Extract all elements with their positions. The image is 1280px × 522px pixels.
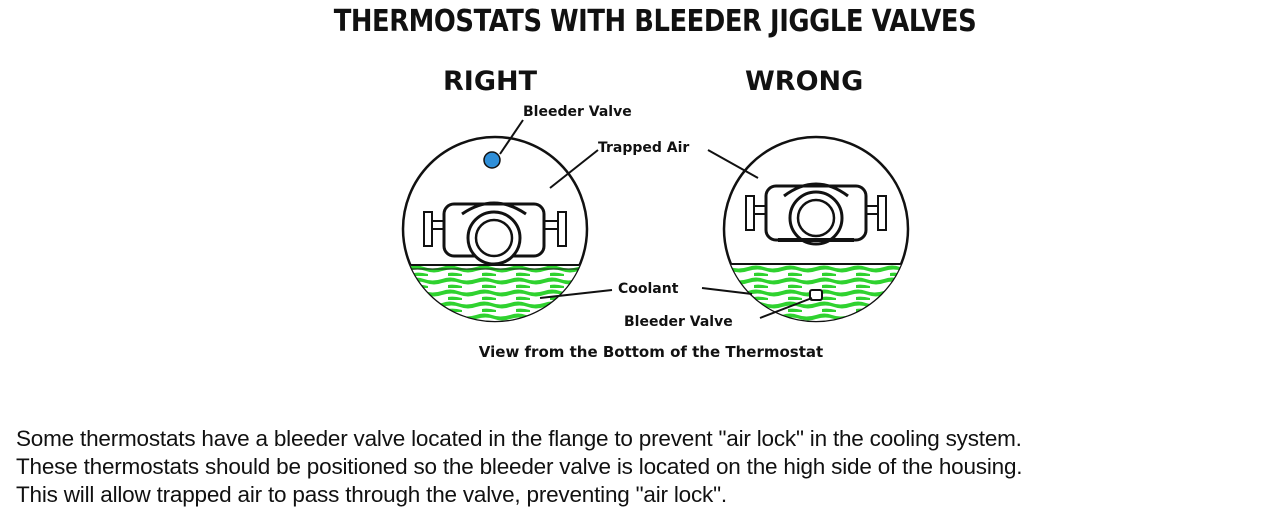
right-bleeder-valve <box>483 151 501 169</box>
explanation-paragraph: Some thermostats have a bleeder valve lo… <box>16 425 1278 509</box>
wrong-heading: WRONG <box>745 66 864 97</box>
paragraph-line-3: This will allow trapped air to pass thro… <box>16 482 727 507</box>
leader-coolant-right <box>539 289 613 299</box>
wrong-thermostat-body <box>745 182 887 246</box>
diagram-title: THERMOSTATS WITH BLEEDER JIGGLE VALVES <box>333 4 977 39</box>
leader-trapped-air-wrong <box>707 149 759 179</box>
right-heading: RIGHT <box>443 66 538 97</box>
leader-bleeder-top <box>499 119 524 155</box>
diagram-caption: View from the Bottom of the Thermostat <box>478 343 824 361</box>
right-thermostat <box>401 135 589 323</box>
leader-trapped-air-right <box>549 149 599 189</box>
label-trapped-air: Trapped Air <box>598 140 689 156</box>
paragraph-line-2: These thermostats should be positioned s… <box>16 454 1023 479</box>
label-bleeder-valve-top: Bleeder Valve <box>523 104 632 120</box>
leader-lines <box>499 119 813 319</box>
paragraph-line-1: Some thermostats have a bleeder valve lo… <box>16 426 1022 451</box>
label-coolant: Coolant <box>618 281 679 297</box>
leader-bleeder-bottom <box>759 297 813 319</box>
right-thermostat-body <box>423 201 567 266</box>
wrong-thermostat <box>722 135 910 323</box>
leader-coolant-wrong <box>701 287 753 295</box>
label-bleeder-valve-bottom: Bleeder Valve <box>624 314 733 330</box>
wrong-bleeder-valve <box>809 289 823 301</box>
